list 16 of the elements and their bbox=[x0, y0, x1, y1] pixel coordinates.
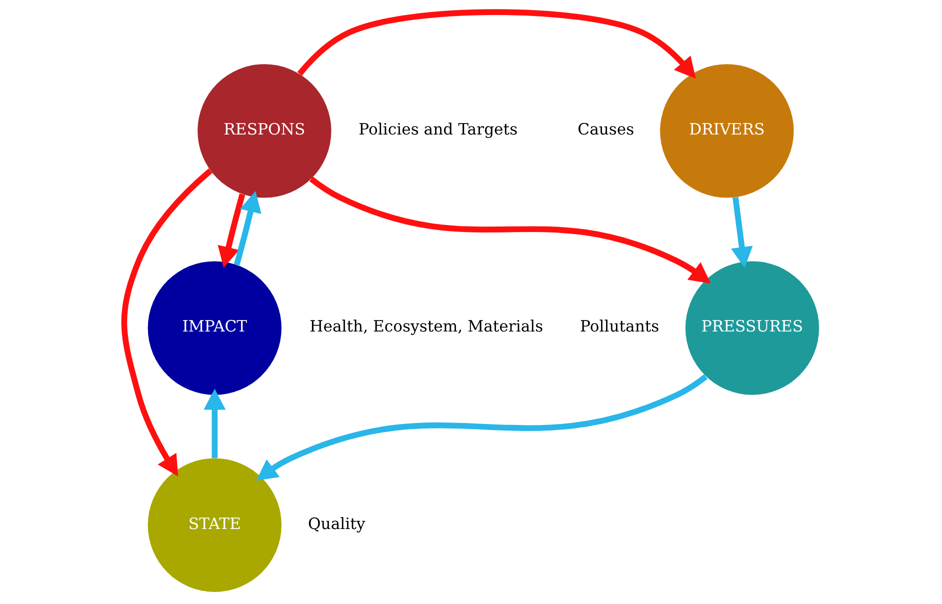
node-circle: DRIVERS bbox=[660, 64, 794, 198]
node-circle: IMPACT bbox=[147, 261, 281, 395]
arrow bbox=[203, 388, 226, 458]
arrow bbox=[233, 191, 261, 266]
node-label: Causes bbox=[577, 120, 634, 139]
node-label: Policies and Targets bbox=[358, 120, 518, 139]
node-label: Pollutants bbox=[579, 318, 659, 336]
node-circle: RESPONS bbox=[197, 64, 331, 198]
arrow bbox=[256, 374, 708, 481]
arrow bbox=[120, 168, 212, 476]
node-label: Quality bbox=[308, 514, 365, 533]
arrow bbox=[730, 197, 752, 268]
arrow bbox=[217, 193, 245, 268]
arrow bbox=[308, 176, 710, 284]
arrow bbox=[296, 9, 696, 79]
node-label: Health, Ecosystem, Materials bbox=[309, 318, 543, 336]
